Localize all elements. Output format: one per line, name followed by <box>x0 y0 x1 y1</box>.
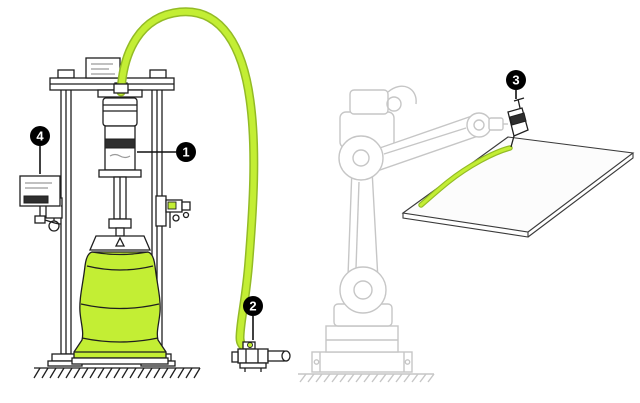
robot-arm <box>298 85 508 383</box>
material-drum <box>73 251 167 359</box>
press-name-plate <box>85 57 121 79</box>
pump-unit <box>98 82 142 237</box>
callout-4-label: 4 <box>36 129 44 144</box>
callout-3-label: 3 <box>512 73 519 88</box>
callout-4: 4 <box>30 126 50 174</box>
robot-base <box>311 351 413 373</box>
robot-shoulder-joint <box>338 135 384 181</box>
follower-plate <box>89 235 151 251</box>
adhesive-bead <box>418 145 513 208</box>
workpiece-panel <box>401 136 635 238</box>
callout-3: 3 <box>506 70 526 99</box>
warning-triangle-icon <box>114 236 126 247</box>
press-air-valve-cluster <box>155 195 191 228</box>
drum-unloader-press <box>19 57 201 379</box>
robot-wrist <box>466 112 492 138</box>
callout-2-label: 2 <box>249 299 256 314</box>
robot-lower-arm <box>347 167 379 281</box>
press-ground-hatch <box>33 367 201 379</box>
supply-hose <box>116 7 259 354</box>
callout-2: 2 <box>243 296 263 340</box>
robot-base-joint <box>339 266 387 314</box>
callout-1-label: 1 <box>182 145 189 160</box>
callout-1: 1 <box>137 142 196 162</box>
robot-ground-hatch <box>299 373 435 383</box>
metering-valve <box>231 341 291 372</box>
applicator-gun <box>507 97 529 148</box>
controller-box <box>19 175 62 225</box>
